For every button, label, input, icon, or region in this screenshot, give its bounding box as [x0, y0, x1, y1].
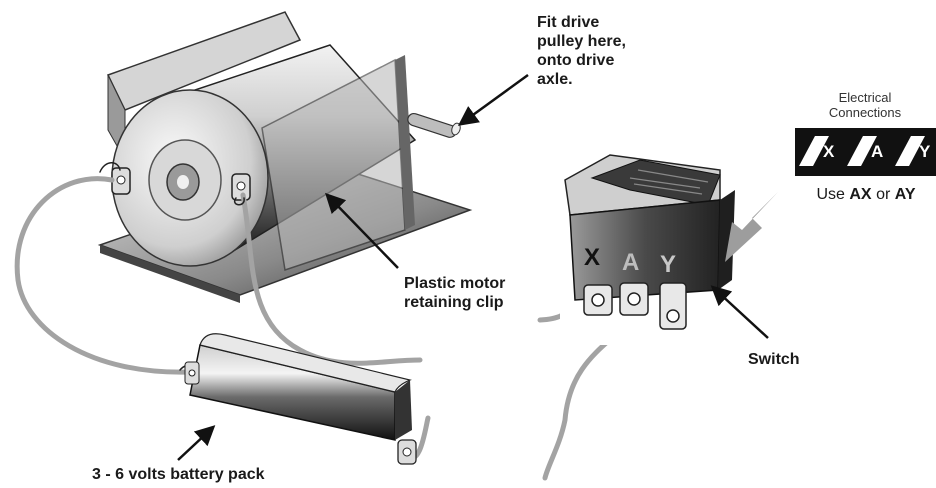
drive-pulley-label: Fit drive pulley here, onto drive axle. — [537, 13, 626, 89]
drive-axle — [407, 112, 461, 138]
legend-title: Electrical Connections — [828, 90, 902, 120]
battery-pack — [184, 333, 417, 465]
switch-label-x: X — [584, 244, 600, 271]
motor-terminal-right — [231, 173, 251, 201]
drive-pulley-line: pulley here, — [537, 33, 626, 50]
switch: X A Y — [560, 150, 790, 345]
motor-assembly — [97, 11, 473, 303]
switch-rocker — [590, 159, 721, 206]
battery-pack-label: 3 - 6 volts battery pack — [92, 466, 265, 483]
legend-option-ay: AY — [894, 186, 916, 203]
retaining-clip-label: Plastic motor retaining clip — [404, 274, 505, 312]
legend-or-word: or — [876, 186, 891, 203]
retaining-clip-line: Plastic motor — [404, 275, 506, 292]
battery-terminal — [184, 361, 200, 385]
motor-terminal-left — [111, 167, 131, 195]
retaining-clip-line: retaining clip — [404, 294, 504, 311]
legend-terminal-x-letter: X — [823, 142, 835, 161]
legend-use-word: Use — [816, 186, 845, 203]
drive-pulley-line: Fit drive — [537, 14, 600, 31]
switch-pointer-arrow — [725, 180, 790, 262]
switch-terminal-x — [583, 284, 613, 316]
legend-usage-line: Use AX or AY — [796, 186, 936, 204]
legend-terminal-y-letter: Y — [919, 142, 931, 161]
battery-terminal — [397, 439, 417, 465]
leader-lines — [177, 73, 769, 461]
legend-option-ax: AX — [849, 186, 872, 203]
drive-pulley-line: axle. — [537, 71, 573, 88]
switch-label-a: A — [622, 249, 639, 276]
switch-terminal-a — [619, 282, 649, 316]
legend-connections-box: X A Y — [795, 128, 936, 176]
legend-terminal-a-letter: A — [871, 142, 884, 161]
switch-label-y: Y — [660, 251, 676, 278]
switch-label: Switch — [748, 351, 800, 368]
drive-pulley-line: onto drive — [537, 52, 615, 69]
switch-terminal-y — [659, 282, 687, 330]
